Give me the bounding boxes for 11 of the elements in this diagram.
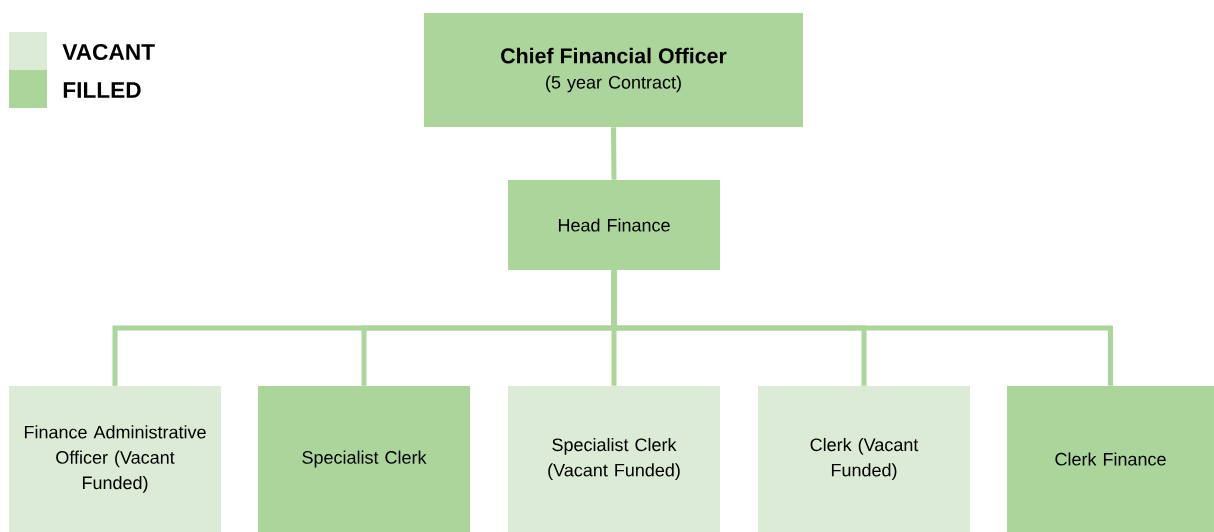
legend-label: FILLED <box>63 82 141 98</box>
connector-line <box>611 270 1113 386</box>
position-box: Clerk (Vacant Funded) <box>758 386 970 532</box>
position-box: Head Finance <box>508 180 720 270</box>
connector-line <box>611 127 617 180</box>
position-box: Specialist Clerk <box>258 386 470 532</box>
position-box: Specialist Clerk (Vacant Funded) <box>508 386 720 532</box>
position-box: Clerk Finance <box>1007 386 1214 532</box>
position-box: Finance Administrative Officer (Vacant Funded) <box>9 386 221 532</box>
position-box: Chief Financial Officer (5 year Contract) <box>424 13 803 127</box>
legend-label: VACANT <box>62 43 155 61</box>
